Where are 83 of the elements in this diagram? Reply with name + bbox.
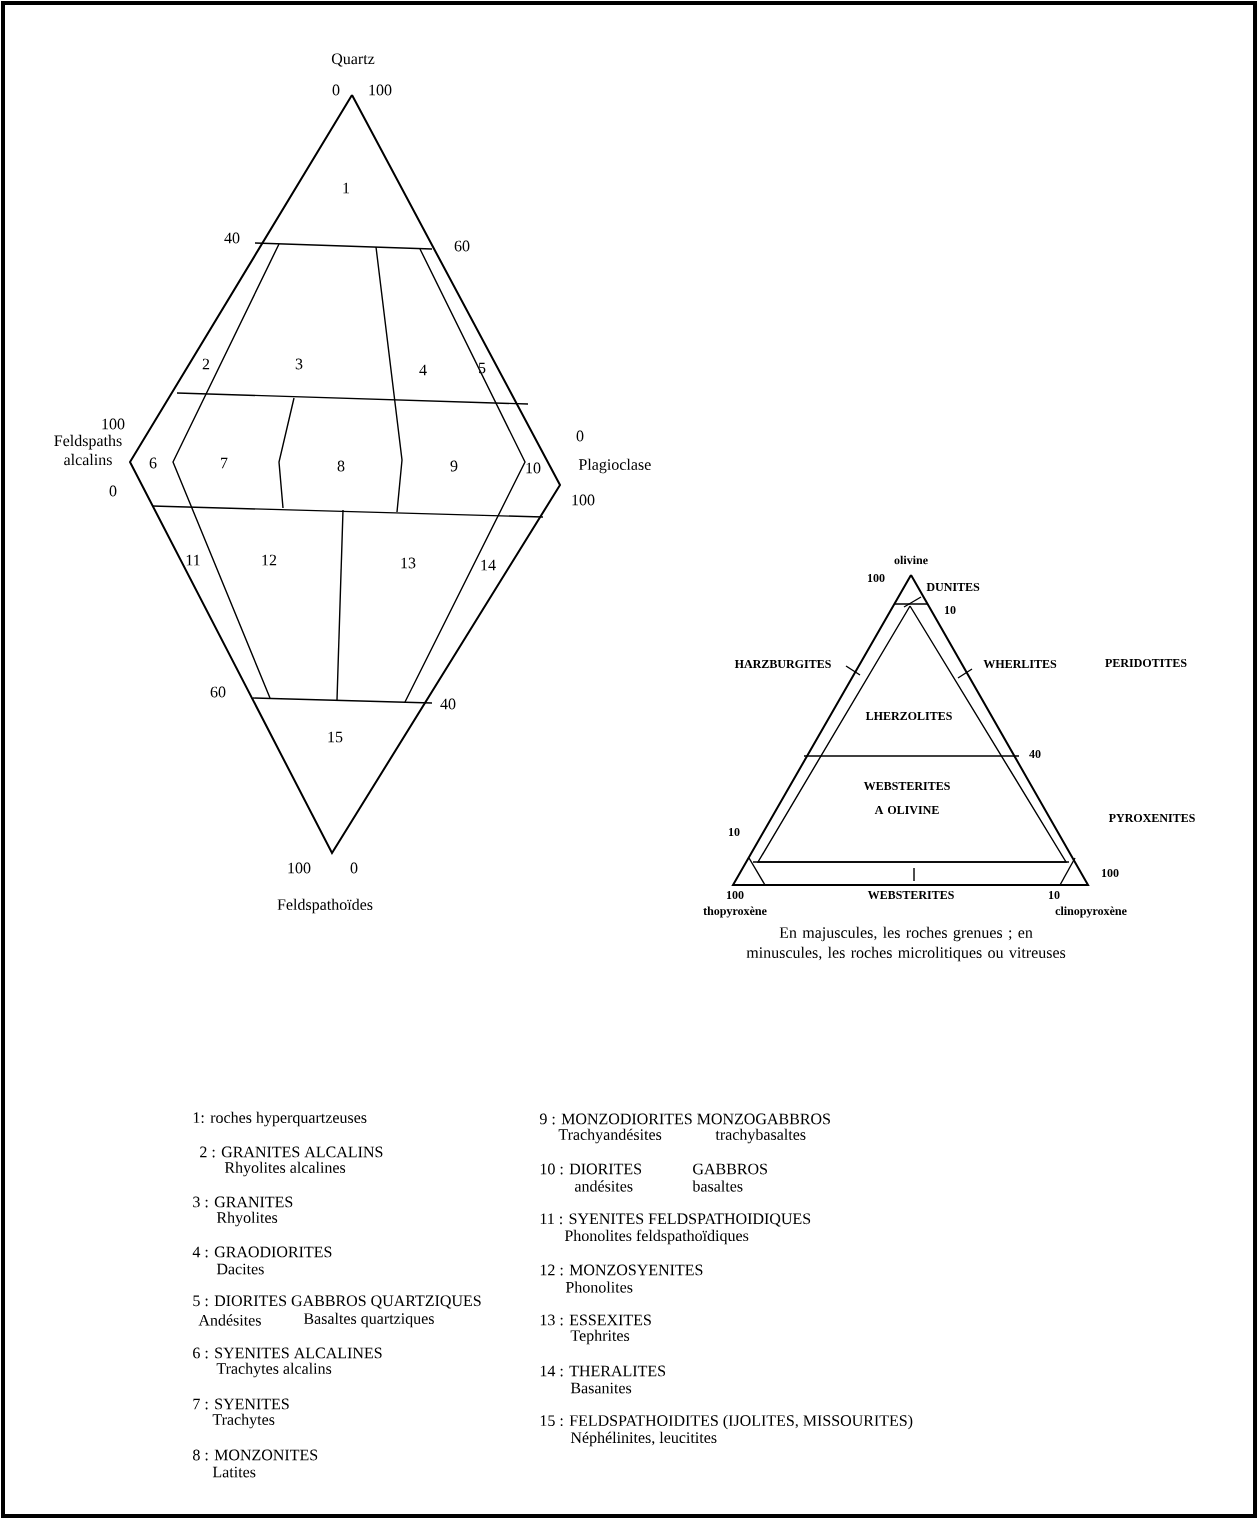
legend-entry: 3 : GRANITES xyxy=(193,1196,293,1208)
region-number: 3 xyxy=(295,358,303,370)
caption: En majuscules, les roches grenues ; en minuscules, les roches microlitiques ou vitreuses xyxy=(746,926,1066,962)
tick-label: 40 xyxy=(224,232,240,244)
legend-entry: Phonolites xyxy=(565,1281,633,1293)
legend-entry: 1: roches hyperquartzeuses xyxy=(193,1111,367,1127)
axis-label: Feldspaths alcalins xyxy=(54,434,122,466)
region-number: 13 xyxy=(401,557,416,569)
tick-label: 100 xyxy=(288,862,311,874)
region-number: 6 xyxy=(149,457,157,469)
tick-label: 0 xyxy=(109,485,117,497)
region-number: 11 xyxy=(186,554,200,566)
field-label: HARZBURGITES xyxy=(734,659,831,669)
legend-entry: 6 : SYENITES ALCALINES xyxy=(193,1347,382,1359)
region-number: 9 xyxy=(450,460,458,472)
axis-label: Quartz xyxy=(331,53,375,67)
region-number: 4 xyxy=(419,364,427,376)
tick-label: 10 xyxy=(1049,890,1060,900)
legend-entry: Dacites xyxy=(216,1263,264,1275)
legend-entry: 5 : DIORITES GABBROS QUARTZIQUES xyxy=(193,1295,481,1309)
tick-label: 60 xyxy=(210,686,226,698)
group-label: PERIDOTITES xyxy=(1105,658,1187,668)
legend-entry: andésites xyxy=(574,1180,633,1192)
region-number: 5 xyxy=(478,362,486,374)
legend-entry: Rhyolites alcalines xyxy=(224,1161,346,1177)
tick-label: 100 xyxy=(369,84,392,96)
axis-label: Plagioclase xyxy=(578,458,651,474)
legend-entry: 12 : MONZOSYENITES xyxy=(540,1264,703,1276)
legend-entry: Basaltes quartziques xyxy=(303,1312,434,1328)
legend-entry: 2 : GRANITES ALCALINS xyxy=(200,1146,383,1158)
region-number: 14 xyxy=(481,559,496,571)
axis-label: thopyroxène xyxy=(703,906,767,918)
legend-entry: 15 : FELDSPATHOIDITES (IJOLITES, MISSOURITES) xyxy=(540,1414,913,1430)
field-label: LHERZOLITES xyxy=(865,711,952,721)
tick-label: 100 xyxy=(102,418,125,430)
legend-entry: Tephrites xyxy=(570,1329,630,1345)
tick-label: 100 xyxy=(572,494,595,506)
tick-label: 40 xyxy=(440,698,456,710)
region-number: 1 xyxy=(343,182,350,194)
legend-entry: Néphélinites, leucitites xyxy=(570,1431,717,1447)
tick-label: 0 xyxy=(350,862,358,874)
tick-label: 60 xyxy=(454,240,470,252)
legend-entry: GABBROS xyxy=(693,1163,767,1175)
tick-label: 10 xyxy=(945,605,956,615)
tick-label: 0 xyxy=(332,84,340,96)
axis-label: clinopyroxène xyxy=(1055,906,1127,918)
tick-label: 10 xyxy=(729,827,740,837)
legend-entry: Rhyolites xyxy=(216,1211,278,1227)
legend-entry: Latites xyxy=(212,1466,256,1478)
legend-entry: 7 : SYENITES xyxy=(193,1398,289,1410)
region-number: 8 xyxy=(337,460,345,472)
field-label: DUNITES xyxy=(926,582,980,592)
legend-entry: Phonolites feldspathoïdiques xyxy=(564,1229,749,1245)
region-number: 7 xyxy=(221,457,228,469)
legend-entry: Trachyandésites xyxy=(558,1128,662,1144)
legend-entry: 13 : ESSEXITES xyxy=(540,1314,651,1326)
legend-entry: Basanites xyxy=(570,1382,632,1394)
axis-label: Feldspathoïdes xyxy=(277,898,373,914)
legend-entry: Trachytes alcalins xyxy=(216,1362,332,1378)
field-label: WEBSTERITES A OLIVINE xyxy=(863,781,950,815)
field-label: WHERLITES xyxy=(983,659,1057,669)
region-number: 2 xyxy=(202,358,210,370)
region-number: 15 xyxy=(328,731,343,743)
field-label: WEBSTERITES xyxy=(867,890,954,900)
legend-entry: trachybasaltes xyxy=(715,1128,806,1144)
region-number: 12 xyxy=(262,554,277,566)
legend-entry: 8 : MONZONITES xyxy=(193,1449,318,1461)
tick-label: 100 xyxy=(727,890,744,900)
region-number: 10 xyxy=(526,462,541,474)
legend-entry: Andésites xyxy=(198,1314,261,1326)
legend-entry: Trachytes xyxy=(212,1413,275,1429)
group-label: PYROXENITES xyxy=(1108,813,1195,823)
legend-entry: 11 : SYENITES FELDSPATHOIDIQUES xyxy=(540,1213,811,1227)
legend-entry: 14 : THERALITES xyxy=(540,1365,666,1377)
legend-entry: 10 : DIORITES xyxy=(540,1163,642,1175)
tick-label: 100 xyxy=(1102,868,1119,878)
tick-label: 40 xyxy=(1029,749,1041,759)
legend-entry: 4 : GRAODIORITES xyxy=(192,1246,332,1258)
legend-entry: basaltes xyxy=(692,1180,743,1192)
tick-label: 0 xyxy=(576,430,584,442)
legend-entry: 9 : MONZODIORITES MONZOGABBROS xyxy=(539,1113,830,1125)
tick-label: 100 xyxy=(868,573,885,583)
axis-label: olivine xyxy=(894,555,928,565)
